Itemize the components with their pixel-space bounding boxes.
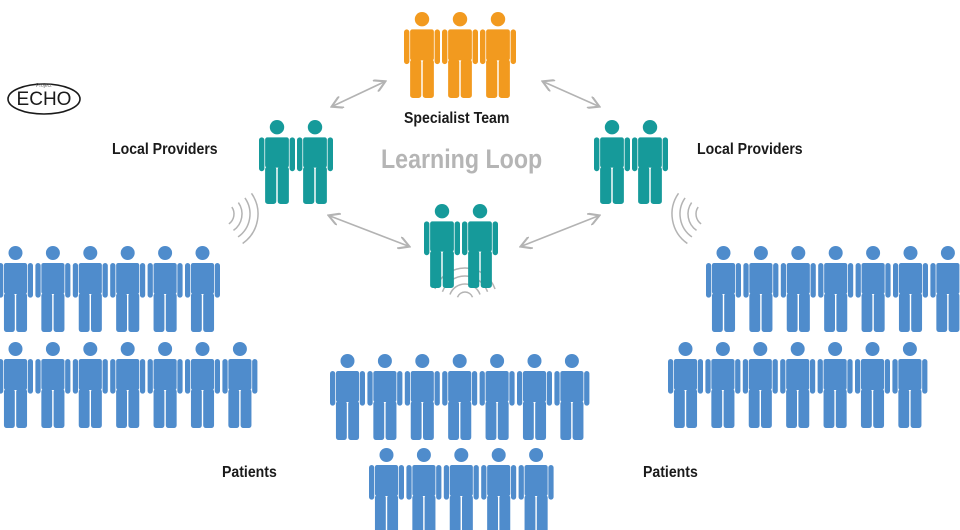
patients-right-person [705,342,741,428]
patients-center [330,354,590,530]
arrow-specialist-left [333,82,384,106]
patients-right-person [817,342,853,428]
specialist-team-label: Specialist Team [404,110,510,127]
patients-right-person [743,246,779,332]
patients-left-person [222,342,258,428]
patients-left-person [0,342,33,428]
patients-center-person [479,354,515,440]
patients-center-person [443,448,479,530]
patients-left-person [72,342,108,428]
local-providers-left-person [259,120,295,204]
patients-right-person [818,246,854,332]
arrow-right-center [522,216,598,246]
patients-right-person [780,246,816,332]
local-providers-left-label: Local Providers [112,141,218,158]
patients-left [0,246,258,428]
patients-center-person [517,354,552,440]
patients-center-person [442,354,478,440]
patients-center-person [330,354,365,440]
learning-loop-arrows [330,82,598,246]
patients-center-person [554,354,590,440]
patients-left-person [147,342,183,428]
patients-left-person [72,246,108,332]
local-providers-right-person [594,120,630,204]
patients-right-person [780,342,816,428]
local-providers-left-person [297,120,333,204]
arrow-left-center [330,216,408,246]
logo-text: ECHO [16,89,72,110]
patients-center-person [518,448,554,530]
logo-small-text: Project [36,83,52,89]
patients-left-person [110,246,146,332]
patients-center-person [481,448,517,530]
local-providers-right-person [632,120,668,204]
signal-waves-right [671,192,702,245]
local-providers-center-person [424,204,460,288]
patients-right-person [742,342,778,428]
signal-waves-left [228,192,259,245]
patients-right-label: Patients [643,464,698,481]
echo-logo: Project ECHO [6,82,82,116]
patients-right-person [893,246,928,332]
local-providers-right-label: Local Providers [697,141,803,158]
patients-center-person [404,354,440,440]
local-providers-right [594,120,668,204]
patients-right-person [706,246,741,332]
patients-left-label: Patients [222,464,277,481]
patients-left-person [35,246,71,332]
specialist-team-person [442,12,478,98]
specialist-team-person [480,12,516,98]
learning-loop-title: Learning Loop [381,144,543,174]
patients-center-person [406,448,442,530]
patients-left-person [110,342,146,428]
patients-right-person [855,246,891,332]
patients-left-person [185,342,220,428]
specialist-team [404,12,516,98]
patients-right-person [892,342,928,428]
patients-left-person [147,246,183,332]
local-providers-left [259,120,333,204]
patients-center-person [369,448,404,530]
people-icons [0,12,960,530]
local-providers-center-person [462,204,498,288]
patients-right-person [930,246,960,332]
patients-right [668,246,960,428]
patients-left-person [185,246,220,332]
specialist-team-person [404,12,440,98]
patients-center-person [367,354,403,440]
arrow-specialist-right [544,82,598,106]
local-providers-center [424,204,498,288]
patients-right-person [855,342,890,428]
patients-left-person [35,342,71,428]
patients-right-person [668,342,703,428]
patients-left-person [0,246,33,332]
logo-oval [7,83,81,115]
